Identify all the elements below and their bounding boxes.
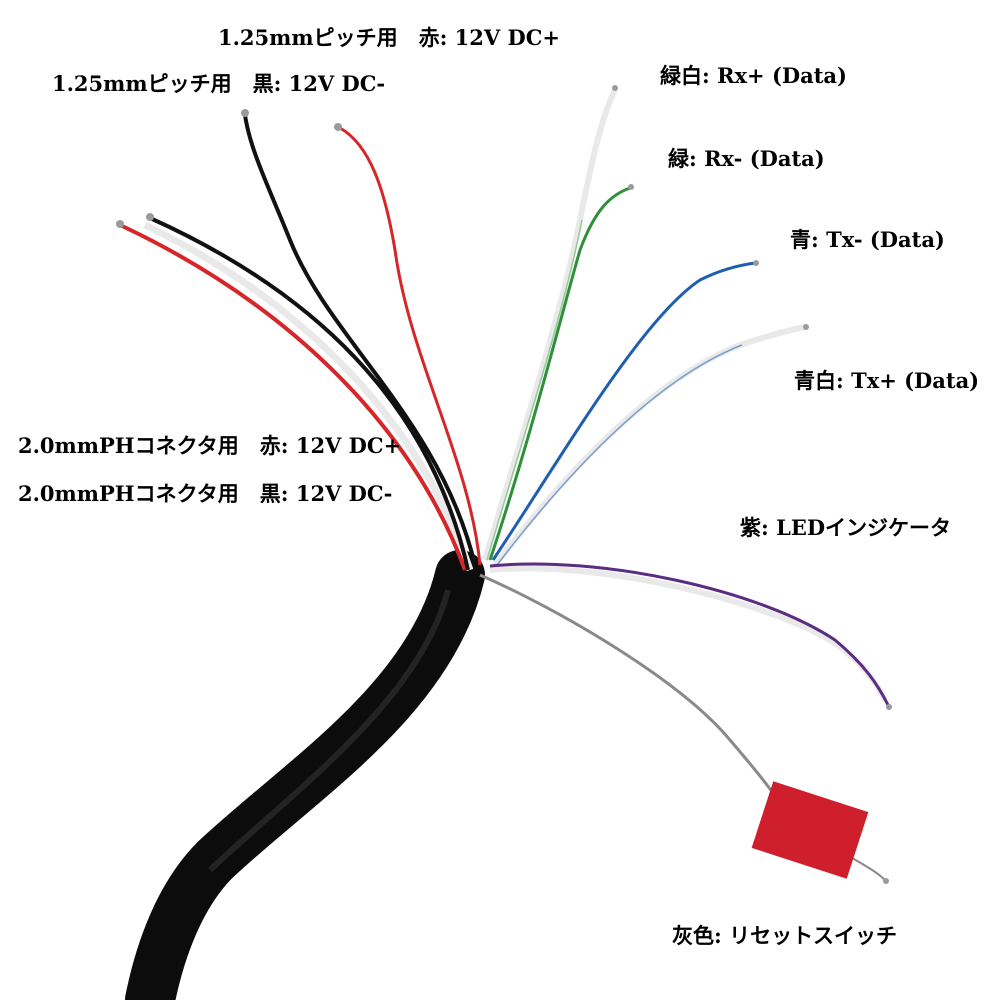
wire-ph-black <box>149 216 470 571</box>
wire-ph-red <box>119 223 467 571</box>
wire-ph-white <box>143 221 474 572</box>
wire-blue-white-stripe <box>496 344 743 566</box>
crimp-125-red <box>334 123 342 131</box>
crimp-purple <box>886 704 892 710</box>
crimp-125-black <box>241 109 249 117</box>
label-ph-red: 2.0mmPHコネクタ用 赤: 12V DC+ <box>18 433 402 458</box>
label-blue: 青: Tx- (Data) <box>790 227 945 252</box>
wire-125-red <box>339 126 482 566</box>
crimp-ph-black <box>146 213 154 221</box>
crimp-green <box>628 184 634 190</box>
crimp-ph-red <box>116 220 124 228</box>
label-green: 緑: Rx- (Data) <box>668 146 825 171</box>
label-125-black: 1.25mmピッチ用 黒: 12V DC- <box>52 71 386 96</box>
wire-gray <box>479 573 792 821</box>
main-cable-highlight <box>207 589 451 873</box>
wire-125-black <box>243 114 477 566</box>
wire-green <box>488 186 631 561</box>
wire-blue-white <box>492 324 806 567</box>
crimp-blue <box>753 260 759 266</box>
wire-purple <box>489 562 890 706</box>
label-125-red: 1.25mmピッチ用 赤: 12V DC+ <box>218 25 560 50</box>
main-cable <box>125 550 485 1000</box>
label-blue-white: 青白: Tx+ (Data) <box>794 368 980 393</box>
wire-green-white <box>482 88 618 561</box>
crimp-blue-white <box>803 324 809 330</box>
label-gray: 灰色: リセットスイッチ <box>672 923 898 948</box>
crimp-gray <box>883 878 889 884</box>
wire-green-white-stripe <box>486 219 583 561</box>
label-green-white: 緑白: Rx+ (Data) <box>660 63 847 88</box>
label-purple: 紫: LEDインジケータ <box>740 515 952 540</box>
crimp-green-white <box>612 85 618 91</box>
wire-blue <box>491 261 756 561</box>
label-ph-black: 2.0mmPHコネクタ用 黒: 12V DC- <box>18 481 393 506</box>
reset-switch-red-tag <box>751 781 869 879</box>
